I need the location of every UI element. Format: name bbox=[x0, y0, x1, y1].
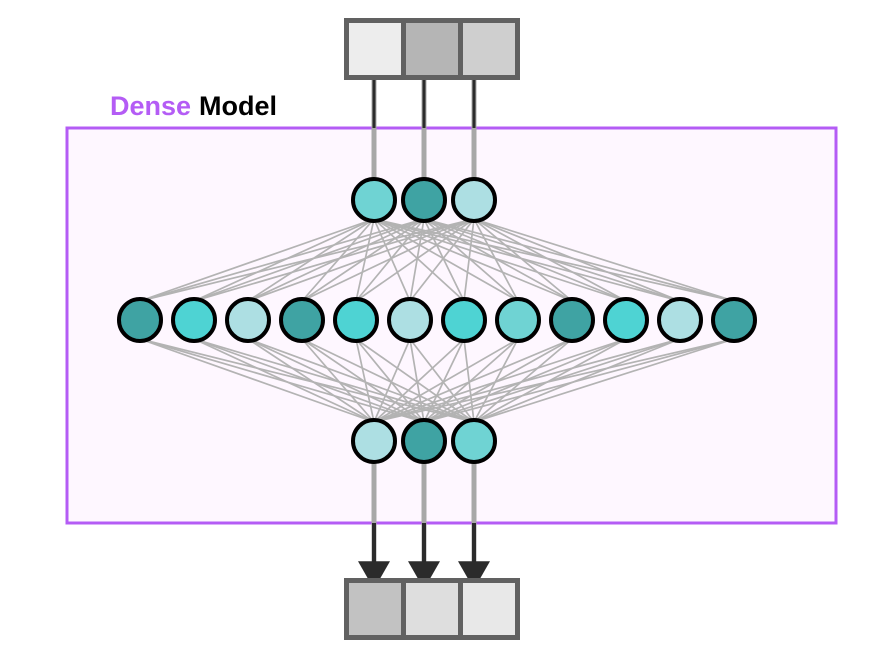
connection-edge bbox=[473, 218, 681, 302]
connection-edge bbox=[423, 338, 735, 423]
connection-edge bbox=[423, 218, 681, 302]
connection-edge bbox=[247, 218, 475, 302]
connection-edge bbox=[373, 218, 519, 302]
connection-edge bbox=[301, 338, 475, 423]
connection-edge bbox=[373, 338, 411, 423]
neuron-node bbox=[603, 297, 649, 343]
neuron-node bbox=[117, 297, 163, 343]
input-token-strip bbox=[344, 18, 520, 80]
connection-edge bbox=[373, 338, 465, 423]
neuron-node bbox=[401, 418, 447, 464]
neuron-node bbox=[441, 297, 487, 343]
output-cell-3 bbox=[463, 583, 515, 635]
connection-edge bbox=[193, 338, 375, 423]
connection-edge bbox=[301, 218, 475, 302]
connection-edge bbox=[473, 218, 519, 302]
connection-edge bbox=[373, 338, 573, 423]
connection-edge bbox=[373, 218, 411, 302]
connection-edge bbox=[373, 338, 627, 423]
connection-edge bbox=[409, 338, 475, 423]
io-connector-lines bbox=[358, 70, 490, 590]
neuron-node bbox=[495, 297, 541, 343]
neuron-node bbox=[711, 297, 757, 343]
diagram-title: Dense Model bbox=[110, 91, 277, 121]
neuron-node bbox=[657, 297, 703, 343]
input-cell-2 bbox=[406, 23, 458, 75]
connection-edge bbox=[355, 218, 375, 302]
connection-edge bbox=[473, 218, 735, 302]
connection-edge bbox=[139, 218, 475, 302]
output-cell-1 bbox=[349, 583, 401, 635]
output-cell-2 bbox=[406, 583, 458, 635]
connection-edge bbox=[193, 218, 475, 302]
neuron-node bbox=[549, 297, 595, 343]
connection-edge bbox=[373, 218, 465, 302]
connection-edge bbox=[355, 338, 425, 423]
hidden-dense-layer bbox=[117, 297, 757, 343]
connection-edge bbox=[247, 338, 425, 423]
connection-edge bbox=[373, 338, 735, 423]
neuron-node bbox=[171, 297, 217, 343]
input-cell-3 bbox=[463, 23, 515, 75]
connection-edge bbox=[463, 338, 475, 423]
connection-edge bbox=[463, 218, 475, 302]
connection-edge bbox=[423, 218, 627, 302]
output-token-strip bbox=[344, 578, 520, 640]
connection-edge bbox=[355, 338, 475, 423]
connection-edge bbox=[473, 218, 627, 302]
neuron-node bbox=[225, 297, 271, 343]
input-projection-layer bbox=[351, 177, 497, 223]
connection-edge bbox=[355, 338, 375, 423]
input-cell-1 bbox=[349, 23, 401, 75]
connection-edge bbox=[473, 338, 735, 423]
connection-edge bbox=[373, 218, 573, 302]
neuron-node bbox=[333, 297, 379, 343]
connection-edge bbox=[139, 218, 425, 302]
connection-edge bbox=[373, 338, 519, 423]
connection-edge bbox=[301, 338, 375, 423]
neuron-node bbox=[351, 177, 397, 223]
connection-edge bbox=[473, 218, 573, 302]
connection-edge bbox=[423, 218, 519, 302]
neuron-node bbox=[279, 297, 325, 343]
connection-edge bbox=[139, 218, 375, 302]
title-model-word: Model bbox=[199, 91, 277, 121]
layer-connections bbox=[139, 218, 735, 423]
connection-edge bbox=[423, 218, 573, 302]
neuron-node bbox=[351, 418, 397, 464]
connection-edge bbox=[423, 218, 465, 302]
connection-edge bbox=[193, 338, 425, 423]
network-nodes bbox=[117, 177, 757, 464]
connection-edge bbox=[409, 338, 425, 423]
neuron-node bbox=[451, 177, 497, 223]
connection-edge bbox=[139, 338, 375, 423]
title-dense-word: Dense bbox=[110, 91, 191, 121]
connection-edge bbox=[355, 218, 425, 302]
token-strips bbox=[344, 18, 520, 640]
neuron-node bbox=[401, 177, 447, 223]
neuron-node bbox=[451, 418, 497, 464]
connection-edge bbox=[247, 338, 375, 423]
connection-edge bbox=[301, 338, 425, 423]
connection-edge bbox=[409, 218, 475, 302]
connection-edge bbox=[473, 338, 519, 423]
neuron-node bbox=[387, 297, 433, 343]
connection-edge bbox=[355, 218, 475, 302]
output-projection-layer bbox=[351, 418, 497, 464]
connection-edge bbox=[373, 338, 681, 423]
